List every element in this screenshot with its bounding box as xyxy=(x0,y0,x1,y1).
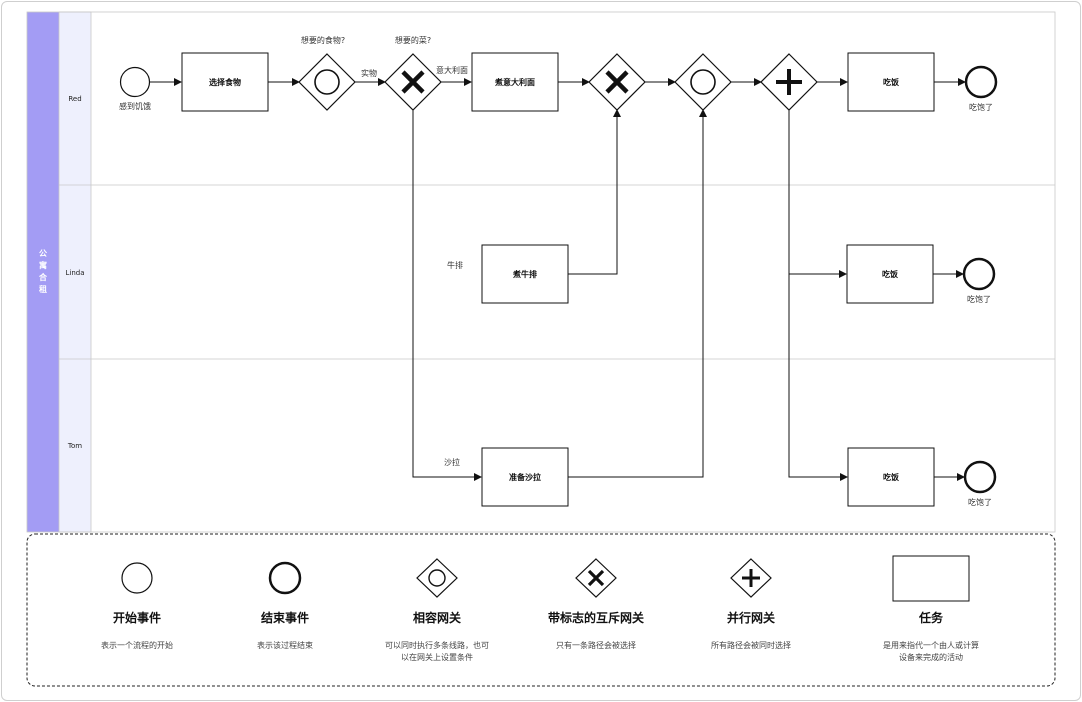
legend-title: 任务 xyxy=(918,610,944,625)
legend-box xyxy=(26,533,1056,687)
task-eat-tom[interactable] xyxy=(847,447,935,507)
flow-parallel-to-eat-tom xyxy=(788,274,848,481)
parallel-marker-icon xyxy=(742,569,760,587)
exclusive-marker-icon xyxy=(587,569,605,587)
exclusive-gateway-label: 想要的菜? xyxy=(395,35,431,45)
flow-label-salad: 沙拉 xyxy=(444,457,460,467)
exclusive-gateway-split[interactable] xyxy=(384,53,442,111)
pool-label: 公 寓 合 租 xyxy=(38,249,48,294)
end-event-red-label: 吃饱了 xyxy=(969,102,993,112)
task-eat-tom-label: 吃饭 xyxy=(883,472,899,482)
lane-label-red: Red xyxy=(68,95,81,103)
legend-desc: 表示该过程结束 xyxy=(257,640,313,650)
lane-header-column xyxy=(58,11,92,533)
legend-desc: 只有一条路径会被选择 xyxy=(556,640,636,650)
task-cook-steak-label: 煮牛排 xyxy=(512,269,537,279)
legend-end-event-icon xyxy=(268,561,302,595)
task-prepare-salad[interactable] xyxy=(481,447,569,507)
end-event-linda-label: 吃饱了 xyxy=(967,294,991,304)
inclusive-gateway-icon xyxy=(690,69,716,95)
inclusive-gateway-split[interactable] xyxy=(298,53,356,111)
legend-title: 并行网关 xyxy=(727,610,775,625)
legend-item-task: 任务 是用来指代一个由人或计算 设备来完成的活动 xyxy=(883,555,979,662)
lane-label-linda: Linda xyxy=(65,269,84,277)
inclusive-gateway-label: 想要的食物? xyxy=(301,35,345,45)
task-cook-pasta-label: 煮意大利面 xyxy=(494,77,535,87)
legend-item-inclusive-gateway: 相容网关 可以同时执行多条线路，也可 以在网关上设置条件 xyxy=(385,558,489,662)
pool-header xyxy=(27,12,59,532)
task-eat-red[interactable] xyxy=(847,52,935,112)
legend-inclusive-gateway-icon xyxy=(416,558,458,598)
task-choose-food[interactable] xyxy=(181,52,269,112)
task-eat-linda[interactable] xyxy=(846,244,934,304)
exclusive-marker-icon xyxy=(605,70,629,94)
legend-title: 结束事件 xyxy=(261,610,309,625)
legend-desc: 设备来完成的活动 xyxy=(899,652,963,662)
end-event-tom-label: 吃饱了 xyxy=(968,497,992,507)
exclusive-gateway-merge[interactable] xyxy=(588,53,646,111)
legend-task-icon xyxy=(892,555,970,602)
flow-salad-to-or-merge xyxy=(568,109,707,478)
flow-label-real: 实物 xyxy=(361,68,377,78)
legend-title: 开始事件 xyxy=(113,610,161,625)
flow-steak-to-xor-merge xyxy=(568,109,621,275)
task-cook-steak[interactable] xyxy=(481,244,569,304)
legend-item-start-event: 开始事件 表示一个流程的开始 xyxy=(101,562,173,650)
pool-border xyxy=(26,11,1056,533)
legend-title: 相容网关 xyxy=(413,610,461,625)
legend-desc: 所有路径会被同时选择 xyxy=(711,640,791,650)
flow-label-steak: 牛排 xyxy=(447,260,463,270)
parallel-marker-icon xyxy=(776,69,802,95)
legend-desc: 可以同时执行多条线路，也可 xyxy=(385,640,489,650)
pool-label-char: 合 xyxy=(38,272,48,282)
start-event[interactable] xyxy=(119,66,151,98)
pool-label-char: 寓 xyxy=(39,260,47,270)
exclusive-marker-icon xyxy=(401,70,425,94)
end-event-linda[interactable] xyxy=(962,257,996,291)
flow-label-pasta: 意大利面 xyxy=(436,65,468,75)
task-cook-pasta[interactable] xyxy=(471,52,559,112)
end-event-red[interactable] xyxy=(964,65,998,99)
start-event-label: 感到饥饿 xyxy=(119,101,151,111)
task-choose-food-label: 选择食物 xyxy=(209,77,241,87)
task-eat-linda-label: 吃饭 xyxy=(882,269,898,279)
legend-item-parallel-gateway: 并行网关 所有路径会被同时选择 xyxy=(711,558,791,650)
inclusive-gateway-icon xyxy=(428,569,446,587)
inclusive-gateway-icon xyxy=(314,69,340,95)
legend-desc: 是用来指代一个由人或计算 xyxy=(883,640,979,650)
flow-exclusive-to-salad xyxy=(412,110,482,481)
legend-desc: 以在网关上设置条件 xyxy=(401,652,473,662)
legend-item-exclusive-gateway: 带标志的互斥网关 只有一条路径会被选择 xyxy=(548,558,644,650)
inclusive-gateway-merge[interactable] xyxy=(674,53,732,111)
legend-start-event-icon xyxy=(121,562,153,594)
task-eat-red-label: 吃饭 xyxy=(883,77,899,87)
legend-item-end-event: 结束事件 表示该过程结束 xyxy=(257,561,313,650)
parallel-gateway-split[interactable] xyxy=(760,53,818,111)
task-prepare-salad-label: 准备沙拉 xyxy=(509,472,541,482)
pool-label-char: 租 xyxy=(39,284,47,294)
pool-label-char: 公 xyxy=(39,249,47,258)
legend-desc: 表示一个流程的开始 xyxy=(101,640,173,650)
end-event-tom[interactable] xyxy=(963,460,997,494)
flow-parallel-to-eat-linda xyxy=(788,110,847,278)
lane-label-tom: Tom xyxy=(67,442,82,450)
legend-title: 带标志的互斥网关 xyxy=(548,610,644,625)
